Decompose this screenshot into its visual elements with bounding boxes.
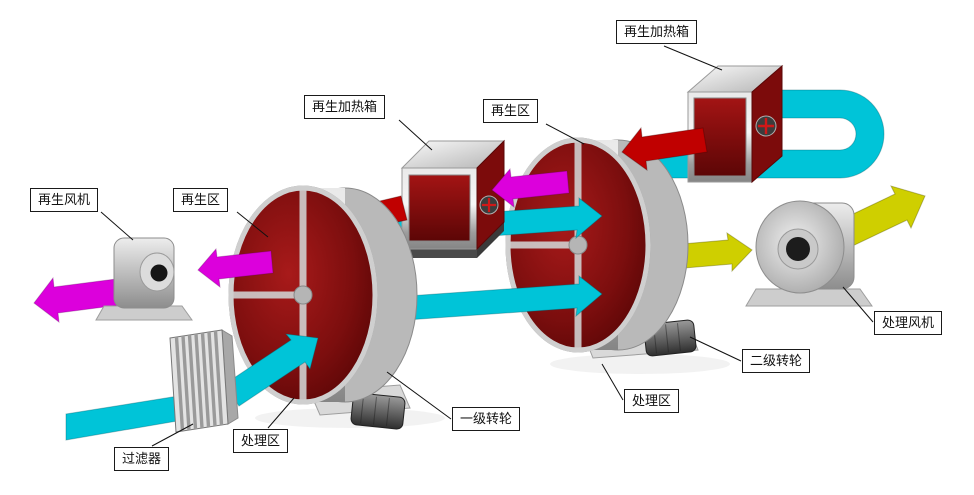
process-air-arrow-rotor1 — [224, 333, 319, 407]
label-regen-zone-left: 再生区 — [173, 188, 229, 213]
regen-air-arrow-2 — [491, 167, 570, 209]
regen-heater-box-1 — [400, 139, 506, 258]
label-rotor-stage2: 二级转轮 — [742, 349, 811, 374]
process-air-inlet-arrow — [65, 394, 190, 441]
leader-lines — [100, 45, 874, 447]
label-filter: 过滤器 — [114, 447, 170, 472]
process-fan-unit — [745, 200, 873, 307]
regen-heater-box-2 — [686, 64, 784, 184]
label-regen-zone-right: 再生区 — [483, 99, 539, 124]
label-regen-heater-mid: 再生加热箱 — [304, 95, 386, 120]
regen-fan-unit — [95, 237, 193, 321]
label-regen-fan: 再生风机 — [30, 188, 99, 213]
label-rotor-stage1: 一级转轮 — [452, 407, 521, 432]
label-process-fan: 处理风机 — [874, 311, 943, 336]
label-process-zone-right: 处理区 — [624, 389, 680, 414]
heated-air-arrow-2 — [621, 126, 708, 172]
regen-air-arrow-1 — [197, 247, 274, 289]
fan-inlet-icon — [786, 237, 810, 261]
label-process-zone-left: 处理区 — [233, 429, 289, 454]
rotor-motor-icon — [350, 392, 406, 430]
filter-panel — [169, 329, 239, 433]
label-regen-heater-top: 再生加热箱 — [616, 20, 698, 45]
fan-inlet-icon — [150, 264, 168, 282]
